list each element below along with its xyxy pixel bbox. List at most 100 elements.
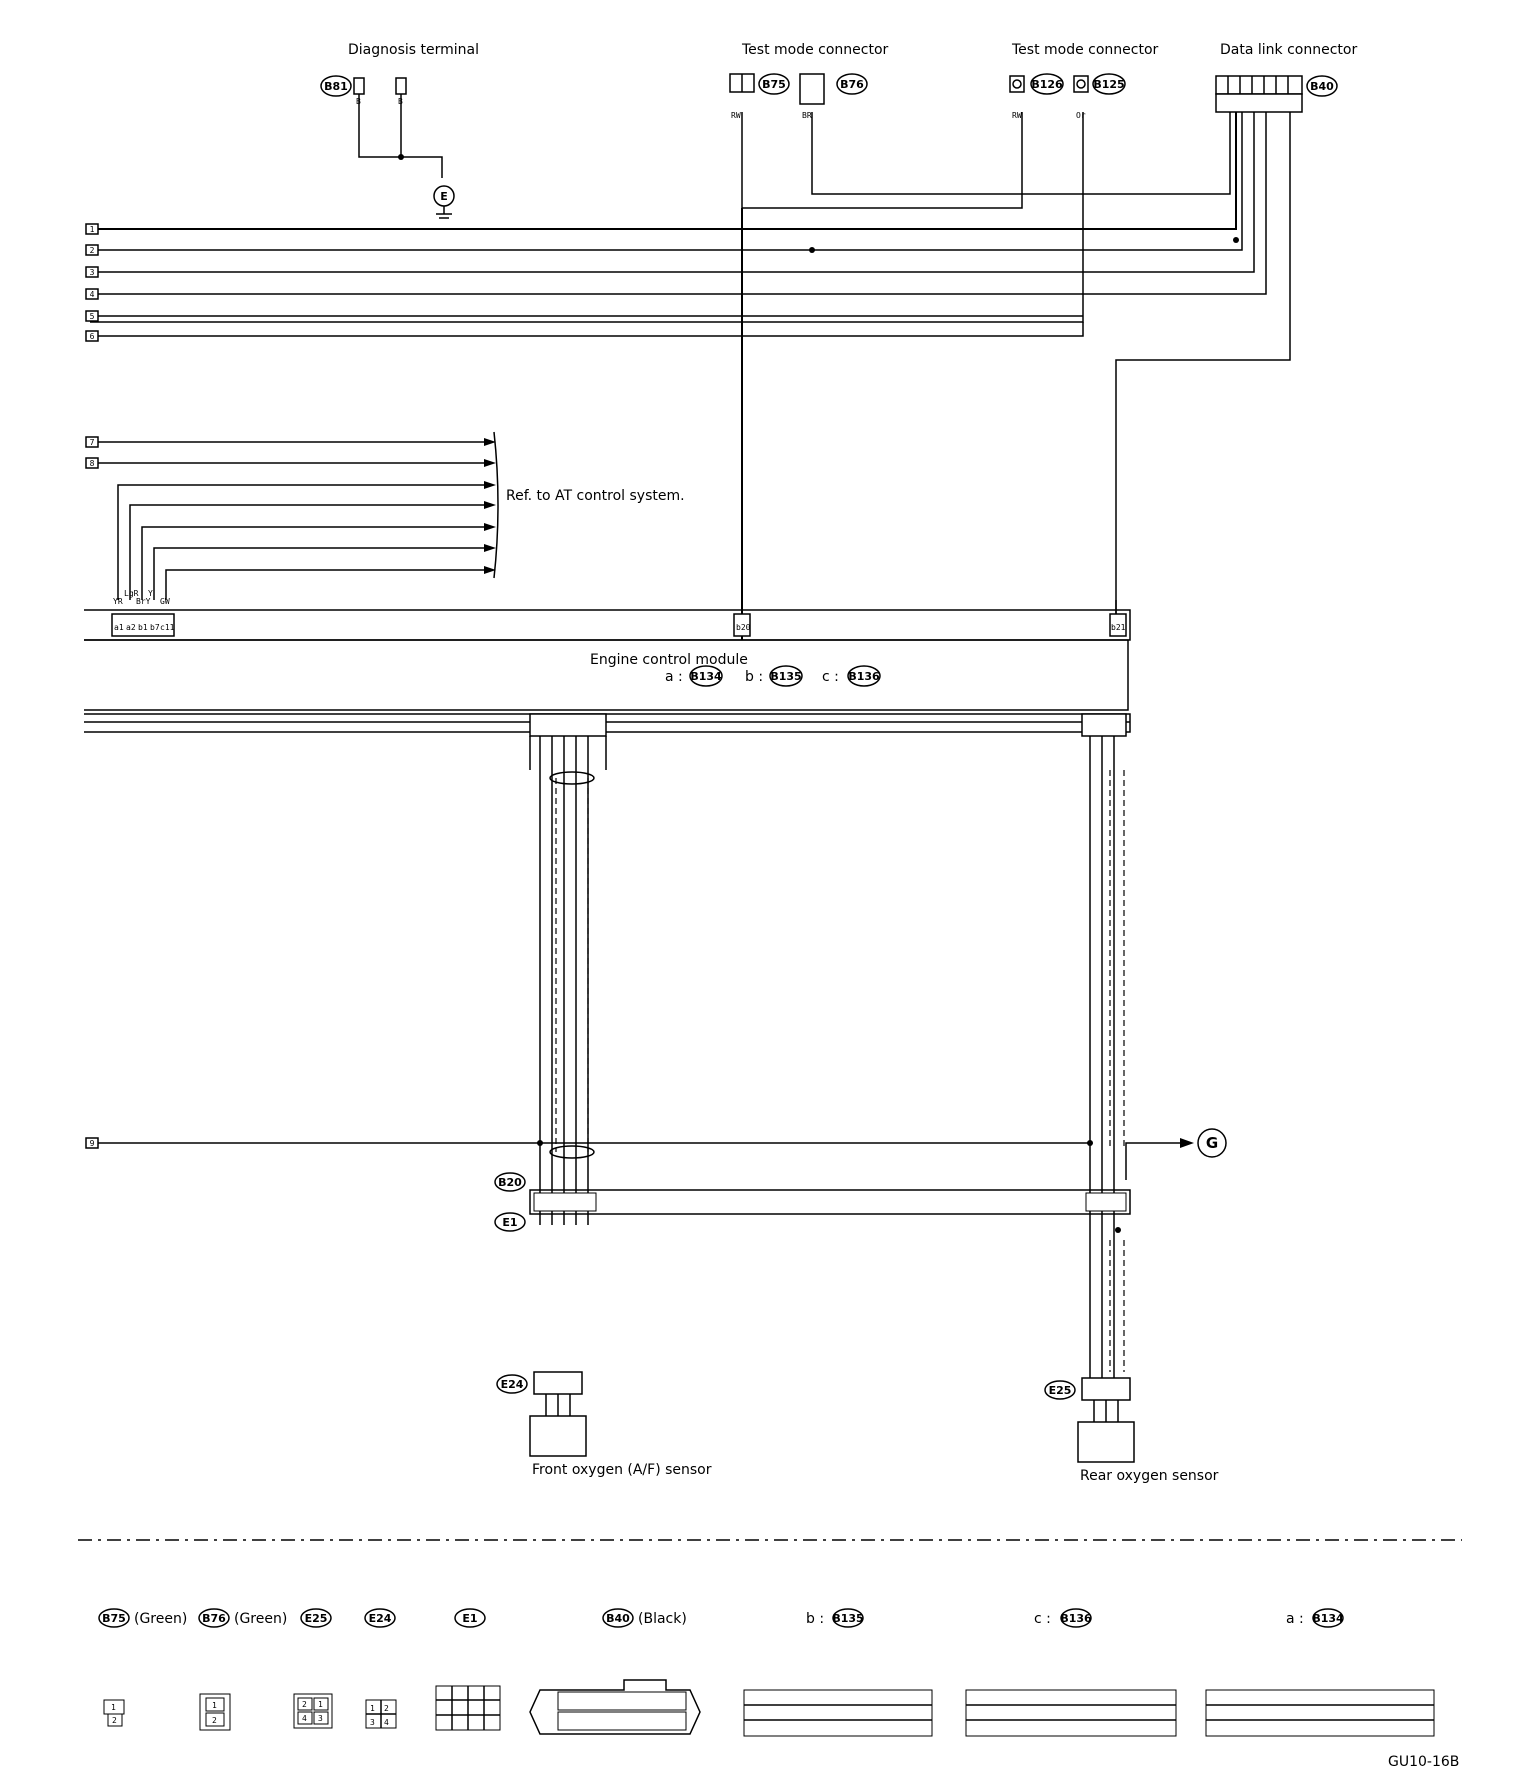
svg-text:2: 2	[384, 1704, 389, 1713]
diagnosis-terminal-label: Diagnosis terminal	[348, 42, 479, 58]
data-link-connector: Data link connector B40	[1215, 42, 1357, 113]
e24-code: E24	[501, 1378, 524, 1391]
ref-2: 2	[85, 244, 99, 256]
harness-connector-b20-e1: B20 E1	[494, 1172, 1131, 1232]
svg-text:4: 4	[384, 1718, 389, 1727]
b40-code: B40	[1310, 80, 1334, 93]
ecm-left-pin-2: a2	[126, 623, 136, 632]
b20-code: B20	[498, 1176, 522, 1189]
legend-b75: B75	[102, 1612, 126, 1625]
front-oxygen-sensor: E24 Front oxygen (A/F) sensor	[496, 1371, 712, 1478]
e1-code: E1	[502, 1216, 517, 1229]
svg-text:3: 3	[90, 268, 95, 277]
b75-wire: RW	[731, 111, 741, 120]
svg-text:1: 1	[111, 1703, 116, 1712]
ecm-left-pin-4: b7	[150, 623, 160, 632]
figure-code: GU10-16B	[1388, 1754, 1459, 1770]
legend-b135-prefix: b :	[806, 1611, 824, 1627]
svg-text:3: 3	[370, 1718, 375, 1727]
ref-9-rail: 9 G	[85, 1128, 1227, 1180]
ref-3: 3	[85, 266, 99, 278]
ecm-left-wire-4: Y	[148, 589, 153, 598]
connector-legend: B75 (Green) B76 (Green) E25 E24 E1 B40 (…	[98, 1608, 1344, 1628]
svg-text:6: 6	[90, 332, 95, 341]
b75-code: B75	[762, 78, 786, 91]
ecm-pin-b20: b20	[736, 623, 751, 632]
rear-sensor-label: Rear oxygen sensor	[1080, 1468, 1219, 1484]
ground-g-icon	[1197, 1128, 1227, 1158]
ecm-left-wire-1: YR	[113, 597, 123, 606]
ecm-a-label: a :	[665, 669, 683, 685]
ecm-a-code: B134	[690, 670, 722, 683]
b126-code: B126	[1031, 78, 1063, 91]
b76-wire: BR	[802, 111, 812, 120]
legend-b40-color: (Black)	[638, 1611, 687, 1627]
svg-text:2: 2	[90, 246, 95, 255]
ref-7: 7	[85, 436, 99, 448]
ecm-c-code: B136	[848, 670, 880, 683]
front-oxygen-harness	[529, 736, 607, 1225]
b126-wire: RW	[1012, 111, 1022, 120]
test-mode-1-label: Test mode connector	[741, 42, 889, 58]
ecm-left-wire-3: BrY	[136, 597, 151, 606]
legend-e1: E1	[462, 1612, 477, 1625]
svg-text:3: 3	[318, 1714, 323, 1723]
ecm-left-wire-5: GW	[160, 597, 170, 606]
ref-4: 4	[85, 288, 99, 300]
legend-b75-color: (Green)	[134, 1611, 187, 1627]
b125-wire: Or	[1076, 111, 1086, 120]
test-mode-connector-2: Test mode connector B126 B125 RW Or	[1009, 42, 1159, 120]
svg-text:8: 8	[90, 459, 95, 468]
ecm-b-label: b :	[745, 669, 763, 685]
at-ref-text: Ref. to AT control system.	[506, 488, 685, 504]
e25-code: E25	[1049, 1384, 1072, 1397]
test-mode-2-label: Test mode connector	[1011, 42, 1159, 58]
diagnosis-terminal: Diagnosis terminal B81 B B E	[320, 42, 479, 219]
legend-b135: B135	[832, 1612, 863, 1625]
legend-b76-color: (Green)	[234, 1611, 287, 1627]
ref-5: 5	[85, 310, 99, 322]
legend-e25: E25	[305, 1612, 328, 1625]
svg-text:1: 1	[318, 1700, 323, 1709]
svg-text:1: 1	[90, 225, 95, 234]
legend-b76: B76	[202, 1612, 226, 1625]
ecm-left-wire-2: LgR	[124, 589, 139, 598]
data-link-label: Data link connector	[1220, 42, 1357, 58]
svg-text:9: 9	[90, 1139, 95, 1148]
ground-e-code: E	[440, 190, 448, 203]
svg-text:1: 1	[212, 1701, 217, 1710]
ref-8: 8	[85, 457, 99, 469]
rear-oxygen-harness	[1089, 736, 1125, 1380]
b76-code: B76	[840, 78, 864, 91]
legend-b134-prefix: a :	[1286, 1611, 1304, 1627]
ecm-c-label: c :	[822, 669, 839, 685]
ecm-b-code: B135	[770, 670, 801, 683]
svg-text:4: 4	[302, 1714, 307, 1723]
svg-text:4: 4	[90, 290, 95, 299]
rear-oxygen-sensor: E25 Rear oxygen sensor	[1044, 1377, 1219, 1484]
diagnosis-terminal-code: B81	[324, 80, 348, 93]
ecm-title: Engine control module	[590, 652, 748, 668]
ecm-left-pin-3: b1	[138, 623, 148, 632]
at-refs: 7 8 Ref. to AT control system.	[85, 431, 685, 600]
svg-text:2: 2	[212, 1716, 217, 1725]
ref-9: 9	[85, 1137, 99, 1149]
b125-code: B125	[1093, 78, 1124, 91]
engine-control-module: Engine control module a : B134 b : B135 …	[84, 589, 1131, 737]
ecm-left-pin-1: a1	[114, 623, 124, 632]
legend-b136: B136	[1060, 1612, 1092, 1625]
ground-g-code: G	[1206, 1134, 1218, 1152]
legend-b136-prefix: c :	[1034, 1611, 1051, 1627]
legend-b40: B40	[606, 1612, 630, 1625]
svg-text:5: 5	[90, 312, 95, 321]
svg-text:2: 2	[112, 1716, 117, 1725]
ref-6: 6	[85, 330, 99, 342]
svg-text:7: 7	[90, 438, 95, 447]
legend-b134: B134	[1312, 1612, 1344, 1625]
front-sensor-label: Front oxygen (A/F) sensor	[532, 1462, 712, 1478]
svg-text:1: 1	[370, 1704, 375, 1713]
legend-e24: E24	[369, 1612, 392, 1625]
ecm-left-pin-5: c11	[160, 623, 175, 632]
